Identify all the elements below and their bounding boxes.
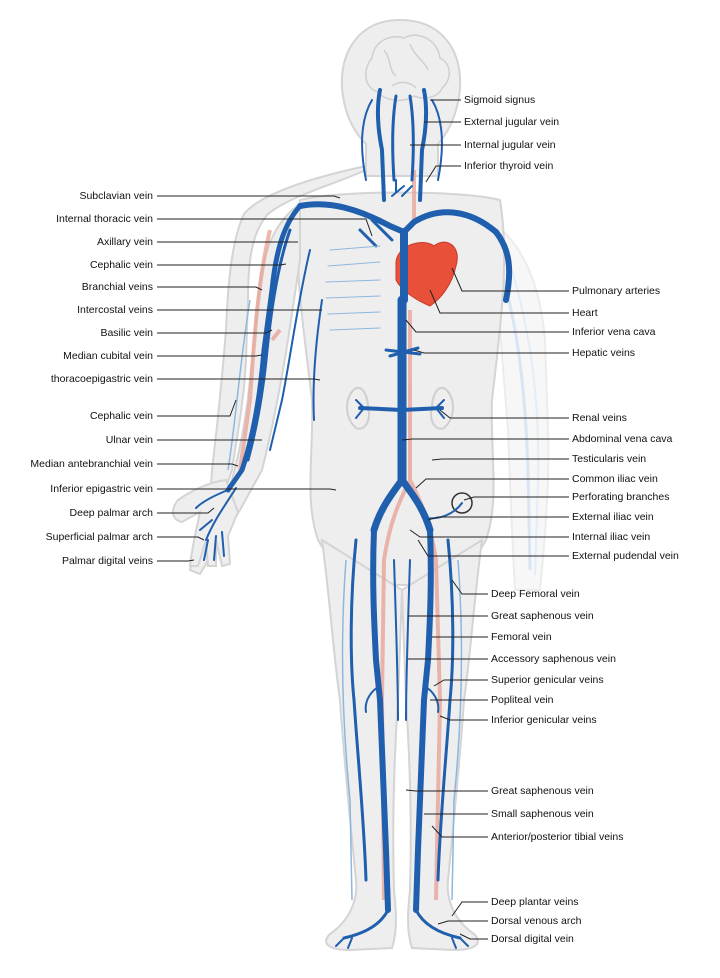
perforating-branch-marker bbox=[451, 492, 473, 514]
inferior-epigastric-vein-label-12: Inferior epigastric vein bbox=[50, 483, 153, 495]
leader-right-4 bbox=[451, 267, 569, 292]
leader-right-20 bbox=[433, 679, 488, 687]
internal-jugular-vein-label-2: Internal jugular vein bbox=[464, 139, 556, 151]
hepatic-veins-label-7: Hepatic veins bbox=[572, 347, 636, 359]
thoracoepigastric-vein-label-8: thoracoepigastric vein bbox=[50, 373, 153, 385]
axillary-vein-label-2: Axillary vein bbox=[96, 236, 153, 248]
leader-right-14 bbox=[409, 529, 569, 538]
leader-right-27 bbox=[437, 920, 488, 925]
leader-left-1 bbox=[157, 218, 373, 237]
inferior-vena-cava-label-6: Inferior vena cava bbox=[572, 326, 656, 338]
cephalic-vein-label-9: Cephalic vein bbox=[89, 410, 153, 422]
deep-palmar-arch-label-13: Deep palmar arch bbox=[69, 507, 153, 519]
leader-right-5 bbox=[429, 289, 569, 314]
leader-right-22 bbox=[439, 715, 488, 721]
testicularis-vein-label-10: Testicularis vein bbox=[572, 453, 647, 465]
external-iliac-vein-label-13: External iliac vein bbox=[572, 511, 654, 523]
great-saphenous-vein-label-23: Great saphenous vein bbox=[491, 785, 594, 797]
superior-genicular-veins-label-20: Superior genicular veins bbox=[491, 674, 604, 686]
sigmoid-signus-label-0: Sigmoid signus bbox=[464, 94, 536, 106]
leader-right-26 bbox=[451, 901, 488, 917]
leader-left-7 bbox=[157, 354, 263, 357]
anterior-posterior-tibial-veins-label-25: Anterior/posterior tibial veins bbox=[491, 831, 624, 843]
leader-right-13 bbox=[427, 516, 569, 521]
leader-left-13 bbox=[157, 507, 215, 514]
leader-left-14 bbox=[157, 536, 205, 541]
inferior-genicular-veins-label-22: Inferior genicular veins bbox=[491, 714, 597, 726]
femoral-vein-label-18: Femoral vein bbox=[491, 631, 552, 643]
leader-left-8 bbox=[157, 378, 321, 381]
common-iliac-vein-label-11: Common iliac vein bbox=[572, 473, 658, 485]
accessory-saphenous-vein-label-19: Accessory saphenous vein bbox=[491, 653, 616, 665]
leader-left-11 bbox=[157, 463, 239, 467]
ulnar-vein-label-10: Ulnar vein bbox=[105, 434, 153, 446]
torso bbox=[208, 164, 367, 501]
leader-right-9 bbox=[401, 438, 569, 441]
small-saphenous-vein-label-24: Small saphenous vein bbox=[491, 808, 594, 820]
dorsal-digital-vein-label-28: Dorsal digital vein bbox=[491, 933, 574, 945]
heart-label-5: Heart bbox=[572, 307, 598, 319]
pulmonary-arteries-label-4: Pulmonary arteries bbox=[572, 285, 661, 297]
popliteal-vein-label-21: Popliteal vein bbox=[491, 694, 554, 706]
internal-iliac-vein-label-14: Internal iliac vein bbox=[572, 531, 651, 543]
leader-left-6 bbox=[157, 329, 273, 334]
deep-femoral-vein-label-16: Deep Femoral vein bbox=[491, 588, 580, 600]
superficial-palmar-arch-label-14: Superficial palmar arch bbox=[45, 531, 153, 543]
abdominal-vena-cava-label-9: Abdominal vena cava bbox=[572, 433, 673, 445]
great-saphenous-vein-label-17: Great saphenous vein bbox=[491, 610, 594, 622]
palmar-digital-veins-label-15: Palmar digital veins bbox=[61, 555, 153, 567]
leader-left-12 bbox=[157, 488, 337, 491]
branchial-veins-label-4: Branchial veins bbox=[81, 281, 153, 293]
subclavian-vein-label-0: Subclavian vein bbox=[79, 190, 153, 202]
leader-right-23 bbox=[405, 789, 488, 792]
leader-right-3 bbox=[425, 165, 461, 183]
leader-right-8 bbox=[439, 409, 569, 419]
leader-left-4 bbox=[157, 286, 263, 291]
median-antebranchial-vein-label-11: Median antebranchial vein bbox=[30, 458, 153, 470]
leader-right-12 bbox=[463, 496, 569, 501]
cephalic-vein-label-3: Cephalic vein bbox=[89, 259, 153, 271]
kidneys bbox=[346, 386, 454, 430]
left-hand bbox=[172, 478, 240, 568]
perforating-branches-label-12: Perforating branches bbox=[572, 491, 670, 503]
median-cubital-vein-label-7: Median cubital vein bbox=[63, 350, 153, 362]
leader-right-16 bbox=[451, 579, 488, 595]
inferior-thyroid-vein-label-3: Inferior thyroid vein bbox=[464, 160, 554, 172]
external-jugular-vein-label-1: External jugular vein bbox=[464, 116, 560, 128]
heart bbox=[395, 241, 458, 307]
dorsal-venous-arch-label-27: Dorsal venous arch bbox=[491, 915, 582, 927]
renal-veins-label-8: Renal veins bbox=[572, 412, 627, 424]
leader-lines bbox=[157, 99, 569, 940]
leader-right-28 bbox=[459, 933, 488, 940]
leader-right-25 bbox=[431, 825, 488, 838]
leader-left-15 bbox=[157, 559, 195, 562]
leader-right-7 bbox=[413, 349, 569, 354]
superficial-veins bbox=[227, 299, 463, 901]
internal-thoracic-vein-label-1: Internal thoracic vein bbox=[56, 213, 153, 225]
external-pudendal-vein-label-15: External pudendal vein bbox=[572, 550, 679, 562]
leader-right-15 bbox=[417, 539, 569, 557]
leader-right-10 bbox=[431, 458, 569, 461]
leader-right-11 bbox=[415, 478, 569, 489]
leader-left-0 bbox=[157, 195, 341, 199]
deep-plantar-veins-label-26: Deep plantar veins bbox=[491, 896, 579, 908]
intercostal-veins-label-5: Intercostal veins bbox=[77, 304, 153, 316]
basilic-vein-label-6: Basilic vein bbox=[100, 327, 153, 339]
leader-left-3 bbox=[157, 263, 287, 266]
leader-left-9 bbox=[157, 399, 237, 417]
leader-right-6 bbox=[405, 319, 569, 333]
